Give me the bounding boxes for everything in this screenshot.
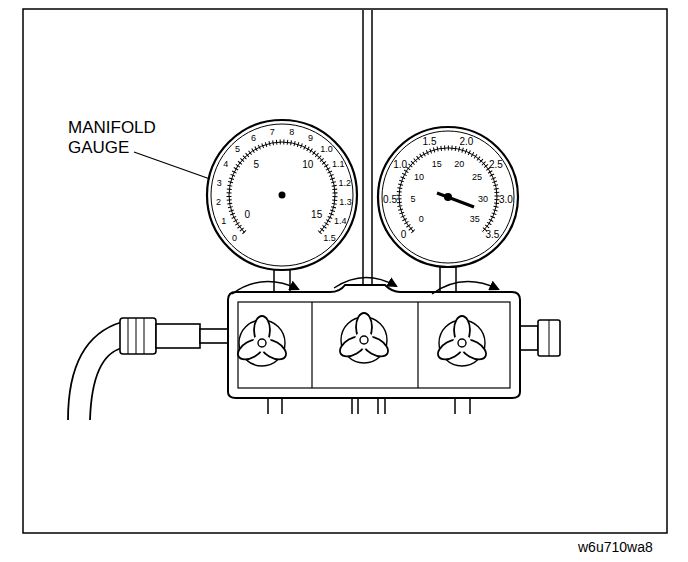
hose-coupler	[120, 318, 156, 354]
pipe-line	[362, 10, 364, 286]
dial-number: 1.5	[423, 136, 437, 148]
gauge-hub	[279, 192, 286, 199]
port-pipe	[384, 398, 386, 414]
gauge-hub	[444, 193, 452, 201]
figure-code: w6u710wa8	[578, 539, 653, 555]
valve-knob	[235, 316, 290, 366]
dial-number: 1.1	[332, 159, 345, 169]
port-fitting	[520, 326, 538, 350]
port-pipe	[357, 398, 359, 414]
leader-line	[134, 152, 210, 179]
body-divider	[311, 302, 312, 388]
body-divider	[417, 302, 418, 388]
gauge-bezel	[211, 124, 353, 266]
dial-number: 7	[270, 127, 275, 137]
dial-number: 5	[235, 144, 240, 154]
dial-number: 1.0	[393, 159, 407, 171]
pipe-line	[371, 10, 373, 286]
dial-number: 2	[216, 197, 221, 207]
hose	[90, 348, 122, 420]
dial-number: 0	[401, 229, 407, 241]
port-pipe	[469, 398, 471, 414]
nut-edge	[549, 320, 550, 356]
dial-number: 0	[232, 233, 237, 243]
gauge-needle	[437, 193, 474, 207]
dial-number: 30	[478, 194, 488, 204]
dial-number: 8	[289, 127, 294, 137]
dial-number: 20	[454, 159, 464, 169]
dial-number: 9	[308, 133, 313, 143]
dial-number: 1.0	[320, 144, 333, 154]
coupler-rib	[128, 318, 129, 354]
rotation-arrow	[432, 282, 498, 294]
dial-number: 0	[245, 209, 251, 221]
dial-number: 15	[432, 159, 442, 169]
manifold-body	[228, 285, 520, 398]
dial-number: 2.5	[489, 159, 503, 171]
dial-number: 15	[311, 209, 322, 221]
hose-fitting	[200, 329, 228, 343]
valve-knob	[435, 316, 490, 366]
part-label: MANIFOLD GAUGE	[68, 118, 180, 157]
dial-number: 1.3	[339, 197, 352, 207]
figure-frame	[23, 9, 667, 533]
gauge-rim	[378, 127, 518, 267]
dial-number: 3.0	[499, 194, 513, 206]
dial-number: 35	[470, 214, 480, 224]
gauge-bezel	[382, 131, 514, 263]
hose	[68, 322, 122, 420]
dial-number: 1.2	[339, 178, 352, 188]
dial-number: 6	[251, 133, 256, 143]
dial-number: 2.0	[460, 136, 474, 148]
rotation-arrow	[334, 277, 396, 288]
port-pipe	[281, 398, 283, 414]
valve-knob	[337, 313, 392, 363]
dial-number: 10	[302, 159, 313, 171]
gauge-ticks	[399, 148, 497, 232]
dial-number: 3.5	[485, 229, 499, 241]
hose-nut	[156, 324, 200, 348]
dial-number: 5	[411, 194, 416, 204]
dial-number: 0	[419, 214, 424, 224]
gauge-rim	[207, 120, 357, 270]
port-pipe	[454, 398, 456, 414]
dial-number: 3	[217, 178, 222, 188]
coupler-rib	[136, 318, 137, 354]
dial-number: 1.4	[334, 216, 347, 226]
port-pipe	[377, 398, 379, 414]
dial-number: 25	[472, 172, 482, 182]
dial-number: 1	[221, 216, 226, 226]
dial-number: 10	[414, 172, 424, 182]
dial-number: 0.5	[383, 194, 397, 206]
dial-number: 5	[254, 159, 260, 171]
gauge-scale-arc	[399, 148, 497, 232]
dial-number: 1.5	[323, 233, 336, 243]
gauge-scale-arc	[229, 142, 335, 232]
coupler-rib	[144, 318, 145, 354]
port-pipe	[351, 398, 353, 414]
dial-number: 4	[223, 159, 228, 169]
port-pipe	[267, 398, 269, 414]
gauge-ticks	[229, 142, 335, 232]
port-nut	[538, 320, 560, 356]
rotation-arrow	[232, 282, 298, 294]
